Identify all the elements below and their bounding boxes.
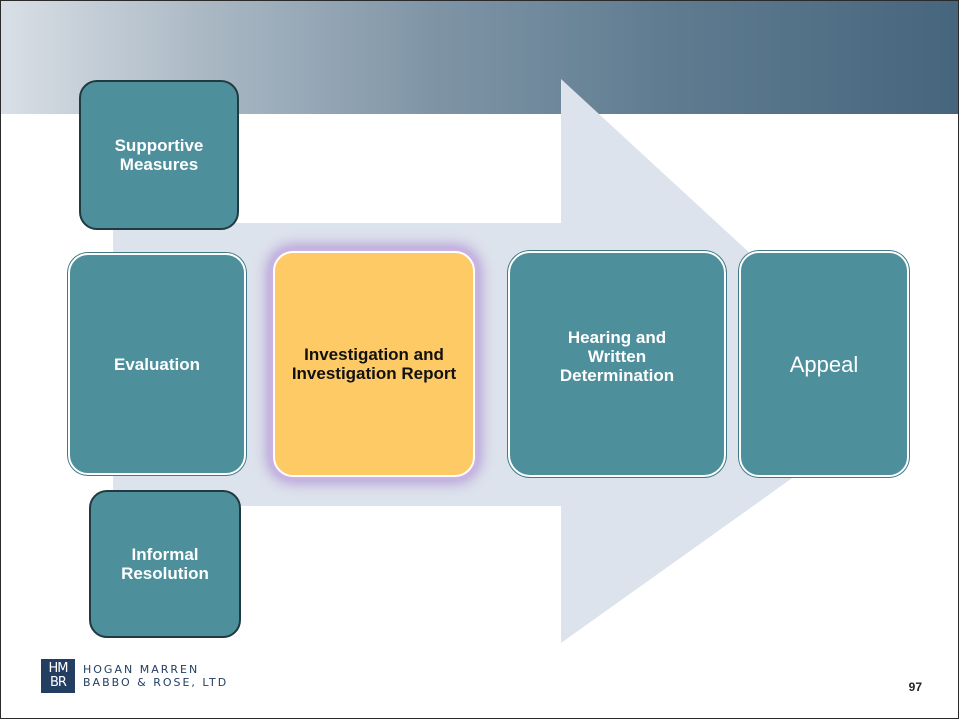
step-informal-resolution: Informal Resolution	[89, 490, 241, 638]
page-number: 97	[908, 680, 922, 694]
step-hearing: Hearing and Written Determination	[508, 251, 726, 477]
step-evaluation-label: Evaluation	[114, 354, 200, 374]
step-appeal-label: Appeal	[789, 351, 859, 377]
firm-logo: HM BR HOGAN MARREN BABBO & ROSE, LTD	[41, 659, 228, 693]
step-supportive-measures: Supportive Measures	[79, 80, 239, 230]
step-investigation-label: Investigation and Investigation Report	[291, 345, 457, 383]
firm-logo-mark: HM BR	[41, 659, 75, 693]
step-informal-resolution-label: Informal Resolution	[121, 545, 209, 583]
logo-mark-top: HM	[48, 661, 69, 676]
step-evaluation: Evaluation	[68, 253, 246, 475]
step-supportive-measures-label: Supportive Measures	[114, 136, 204, 174]
step-appeal: Appeal	[739, 251, 909, 477]
logo-mark-bottom: BR	[50, 675, 67, 690]
logo-line-2: BABBO & ROSE, LTD	[83, 676, 229, 689]
firm-logo-text: HOGAN MARREN BABBO & ROSE, LTD	[83, 663, 228, 689]
step-investigation: Investigation and Investigation Report	[273, 251, 475, 477]
logo-line-1: HOGAN MARREN	[83, 663, 200, 676]
step-hearing-label: Hearing and Written Determination	[559, 327, 675, 385]
